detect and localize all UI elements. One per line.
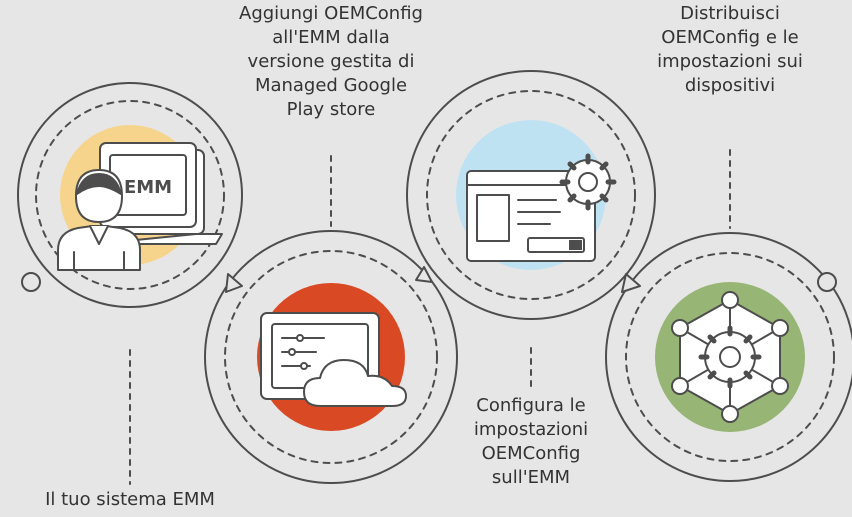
step-3-configure-settings [406, 70, 656, 393]
person-laptop-emm-icon: EMM [57, 142, 223, 271]
end-node [817, 272, 837, 292]
step-3-outer-ring [406, 70, 656, 320]
browser-window-gear-icon [466, 153, 617, 262]
emm-screen-text: EMM [124, 177, 172, 198]
step-4-distribute [605, 149, 852, 482]
device-network-gear-icon [671, 291, 789, 423]
step-4-label-line: dispositivi [684, 74, 776, 96]
step-1-label: Il tuo sistema EMM [10, 488, 250, 512]
step-1-emm-system: EMM [17, 82, 243, 485]
step-2-outer-ring [204, 230, 458, 484]
step-2-add-oemconfig [204, 155, 458, 484]
step-4-outer-ring [605, 232, 852, 482]
arrow-into-step-3 [621, 273, 641, 293]
step-3-label-line: Configura le [476, 395, 586, 416]
step-3-label-line: OEMConfig [481, 442, 581, 464]
step-2-label-line: versione gestita di [247, 50, 415, 72]
step-4-label-line: impostazioni sui [657, 50, 803, 72]
step-2-label-line: Managed Google [254, 74, 408, 96]
arrow-into-step-2 [415, 266, 433, 283]
step-2-label-line: Play store [286, 98, 376, 120]
step-4-label: Distribuisci OEMConfig e le impostazioni… [620, 2, 840, 98]
start-node [21, 272, 41, 292]
step-2-dashed-ring [224, 250, 438, 464]
step-1-dashed-ring [35, 100, 225, 290]
step-2-label: Aggiungi OEMConfig all'EMM dalla version… [211, 2, 451, 122]
arrow-into-step-1 [225, 273, 243, 293]
step-3-label-line: impostazioni [473, 418, 589, 440]
step-1-label-line: Il tuo sistema EMM [45, 489, 215, 510]
step-4-label-line: OEMConfig e le [661, 26, 799, 48]
tablet-sliders-cloud-icon [260, 312, 407, 407]
step-3-label: Configura le impostazioni OEMConfig sull… [431, 394, 631, 490]
step-3-dashed-ring [426, 90, 636, 300]
step-2-label-line: Aggiungi OEMConfig [239, 3, 423, 24]
step-4-dashed-ring [625, 252, 835, 462]
step-1-outer-ring [17, 82, 243, 308]
step-3-label-line: sull'EMM [491, 466, 571, 488]
step-4-label-line: Distribuisci [680, 3, 780, 24]
step-2-label-line: all'EMM dalla [272, 26, 390, 48]
